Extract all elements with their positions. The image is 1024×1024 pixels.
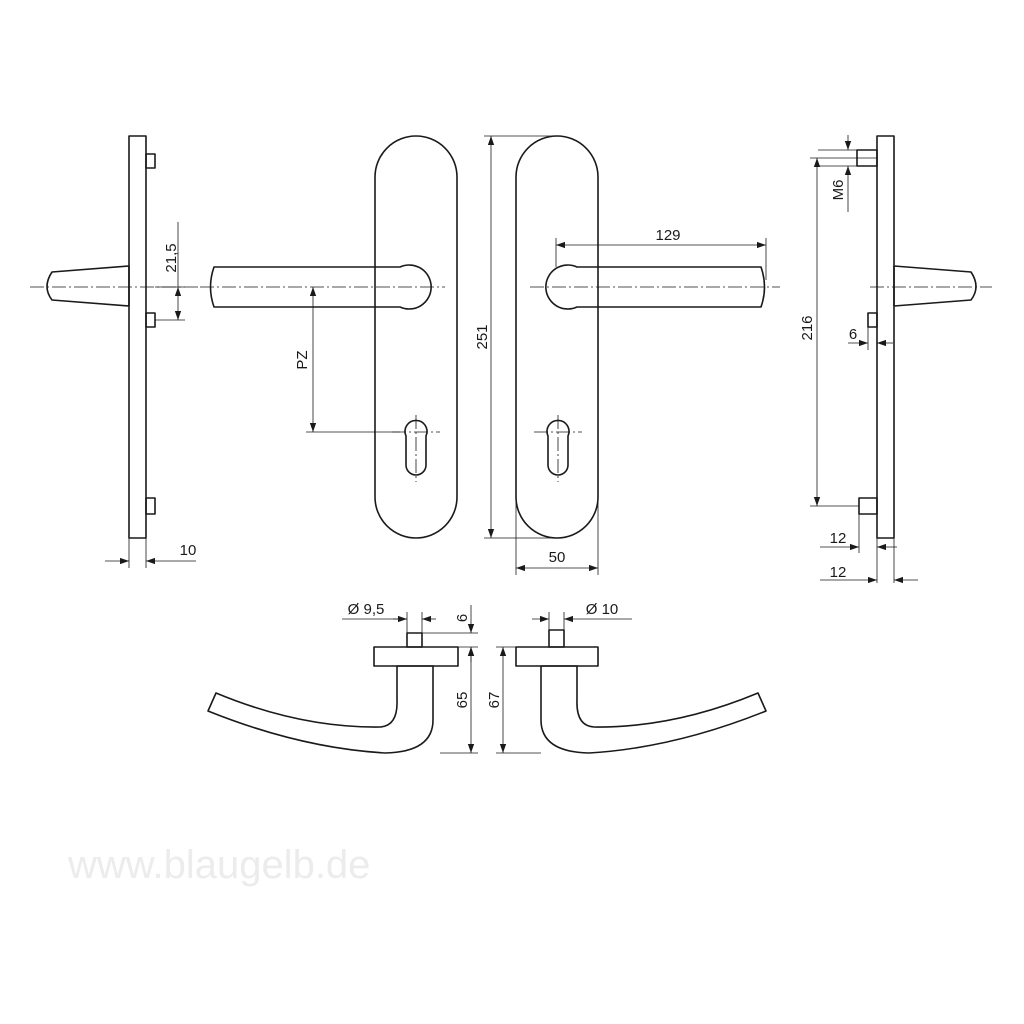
dim-label-6-right: 6 — [849, 326, 857, 343]
dim-label-pz: PZ — [294, 350, 311, 369]
dim-label-10: 10 — [180, 542, 197, 559]
front-view-left — [200, 135, 458, 539]
dim-label-67: 67 — [486, 692, 503, 709]
lever-view-left — [207, 605, 478, 754]
dim-label-m6: M6 — [830, 180, 847, 201]
side-view-left — [30, 135, 200, 568]
dim-label-251: 251 — [474, 324, 491, 349]
side-view-right — [810, 135, 992, 584]
dim-label-50: 50 — [549, 549, 566, 566]
watermark-text: www.blaugelb.de — [67, 843, 370, 887]
dim-label-dia-9-5: Ø 9,5 — [348, 601, 385, 618]
dim-label-65: 65 — [454, 692, 471, 709]
front-view-right — [484, 135, 780, 575]
dim-label-6-lever: 6 — [454, 614, 471, 622]
dim-label-12-upper: 12 — [830, 530, 847, 547]
dim-label-dia-10: Ø 10 — [586, 601, 619, 618]
dim-label-129: 129 — [655, 227, 680, 244]
dim-label-21-5: 21,5 — [163, 243, 180, 272]
dim-label-216: 216 — [799, 315, 816, 340]
dim-label-12-lower: 12 — [830, 564, 847, 581]
lever-view-right — [496, 612, 767, 754]
